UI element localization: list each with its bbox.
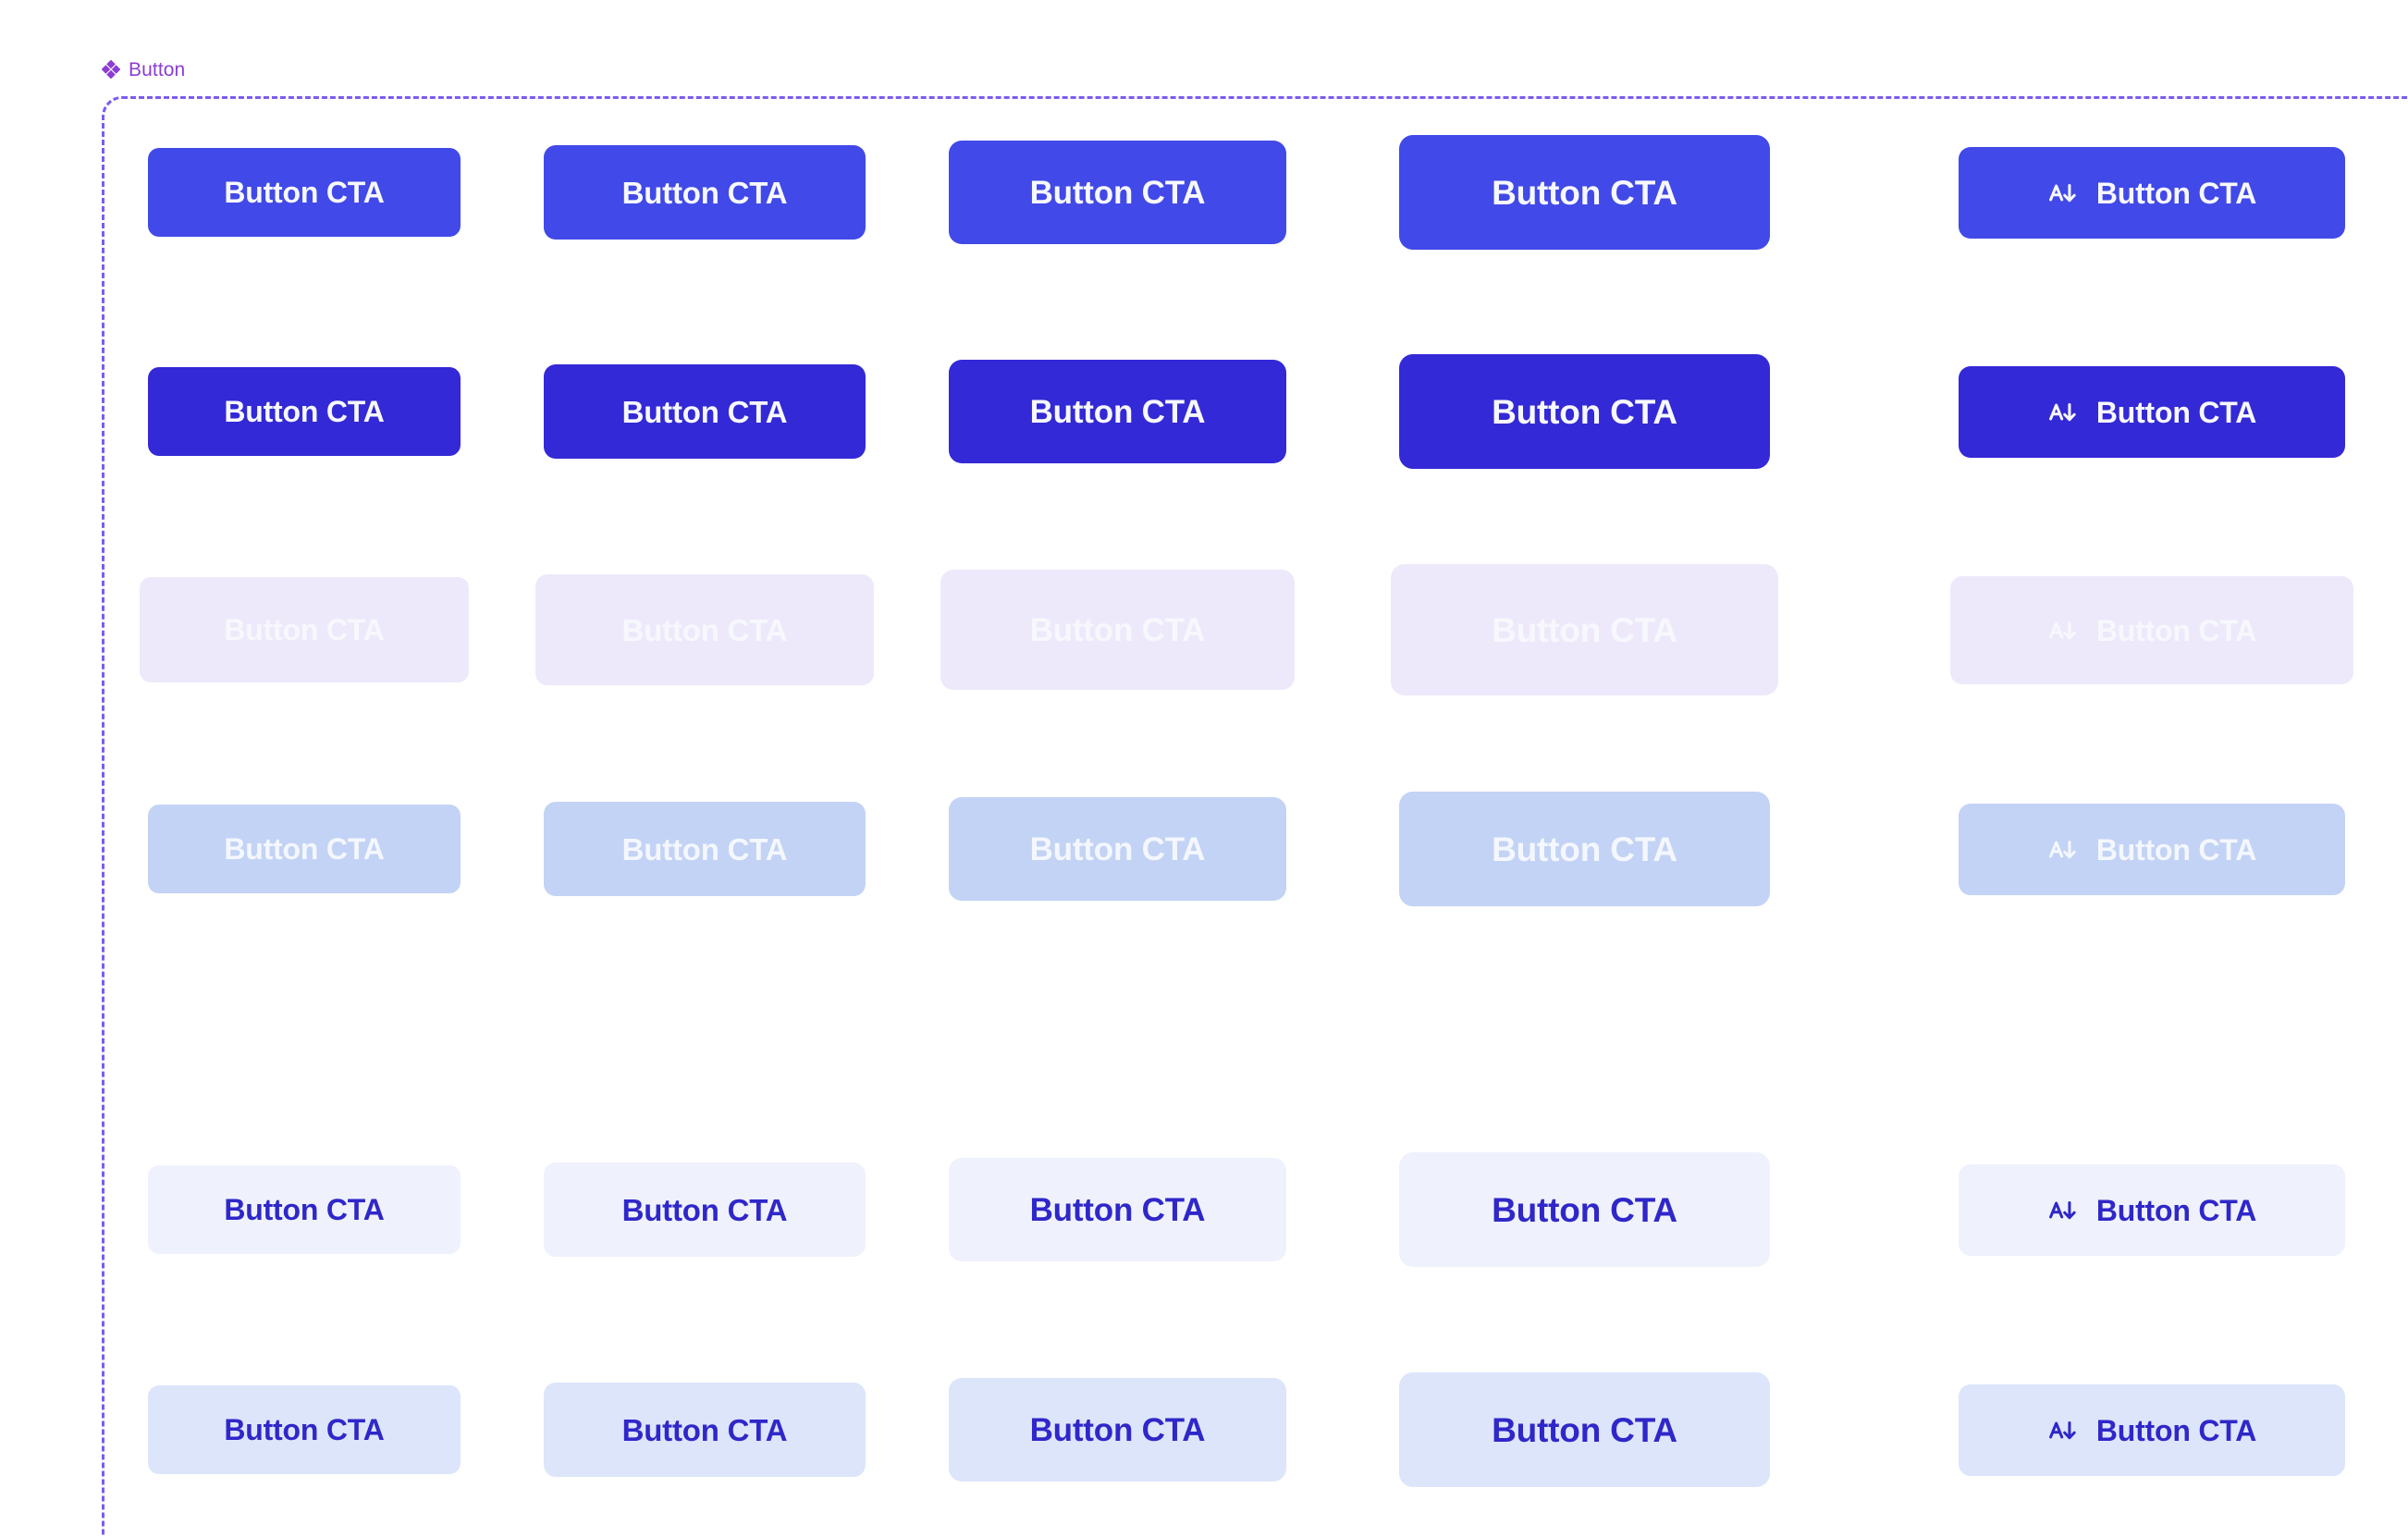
button-primary-default-md[interactable]: Button CTA [949,141,1286,244]
button-primary-hover-sm[interactable]: Button CTA [544,364,866,459]
button-primary-focused-with-icon[interactable]: Button CTA [1950,576,2353,684]
button-primary-default-with-icon[interactable]: Button CTA [1959,147,2345,239]
button-label: Button CTA [1029,1191,1206,1228]
button-label: Button CTA [224,613,385,646]
button-label: Button CTA [621,175,788,210]
button-label: Button CTA [224,395,385,428]
button-label: Button CTA [224,832,385,866]
frame-label-text: Button [129,58,186,80]
button-primary-default-sm[interactable]: Button CTA [544,145,866,240]
button-primary-hover-md[interactable]: Button CTA [949,360,1286,463]
button-label: Button CTA [1029,174,1206,211]
button-label: Button CTA [2095,176,2257,210]
button-label: Button CTA [1492,173,1677,212]
button-label: Button CTA [621,831,788,867]
button-secondary-hover-md[interactable]: Button CTA [949,1378,1286,1482]
button-primary-disabled-xs: Button CTA [148,805,461,893]
button-label: Button CTA [621,1412,788,1447]
button-secondary-hover-sm[interactable]: Button CTA [544,1383,866,1477]
button-label: Button CTA [2095,1413,2257,1447]
button-label: Button CTA [2095,613,2257,647]
button-primary-focused-sm[interactable]: Button CTA [535,574,874,685]
button-label: Button CTA [1492,1190,1677,1229]
button-label: Button CTA [2095,1193,2257,1227]
button-secondary-default-with-icon[interactable]: Button CTA [1959,1164,2345,1256]
sort-alpha-descending-icon [2047,1195,2078,1225]
button-secondary-default-sm[interactable]: Button CTA [544,1162,866,1257]
button-secondary-default-md[interactable]: Button CTA [949,1158,1286,1261]
button-label: Button CTA [1492,392,1677,431]
button-primary-focused-md[interactable]: Button CTA [940,570,1295,690]
button-primary-focused-xs[interactable]: Button CTA [140,577,469,682]
button-primary-hover-lg[interactable]: Button CTA [1399,354,1770,469]
button-secondary-hover-xs[interactable]: Button CTA [148,1385,461,1474]
button-label: Button CTA [1492,1410,1677,1449]
figma-component-diamond-icon [102,60,120,79]
sort-alpha-descending-icon [2047,397,2078,427]
sort-alpha-descending-icon [2047,1415,2078,1445]
button-primary-disabled-lg: Button CTA [1399,792,1770,906]
button-label: Button CTA [224,1193,385,1226]
button-label: Button CTA [1029,830,1206,867]
button-primary-default-xs[interactable]: Button CTA [148,148,461,237]
sort-alpha-descending-icon [2047,178,2078,208]
sort-alpha-descending-icon [2047,834,2078,865]
button-primary-default-lg[interactable]: Button CTA [1399,135,1770,250]
button-secondary-hover-with-icon[interactable]: Button CTA [1959,1384,2345,1476]
button-label: Button CTA [2095,395,2257,429]
button-label: Button CTA [224,1413,385,1446]
button-label: Button CTA [621,1192,788,1227]
button-secondary-hover-lg[interactable]: Button CTA [1399,1372,1770,1487]
button-primary-disabled-with-icon: Button CTA [1959,804,2345,895]
button-label: Button CTA [1029,393,1206,430]
button-label: Button CTA [224,176,385,209]
button-primary-disabled-md: Button CTA [949,797,1286,901]
frame-label[interactable]: Button [102,57,185,81]
button-label: Button CTA [621,394,788,429]
button-secondary-default-xs[interactable]: Button CTA [148,1165,461,1254]
button-primary-focused-lg[interactable]: Button CTA [1391,564,1778,695]
button-label: Button CTA [621,612,788,647]
button-label: Button CTA [1029,611,1206,648]
button-primary-hover-with-icon[interactable]: Button CTA [1959,366,2345,458]
sort-alpha-descending-icon [2047,615,2078,646]
button-secondary-default-lg[interactable]: Button CTA [1399,1152,1770,1267]
button-primary-hover-xs[interactable]: Button CTA [148,367,461,456]
button-label: Button CTA [1492,610,1677,649]
button-label: Button CTA [1492,830,1677,868]
button-label: Button CTA [2095,832,2257,867]
button-label: Button CTA [1029,1411,1206,1448]
button-primary-disabled-sm: Button CTA [544,802,866,896]
